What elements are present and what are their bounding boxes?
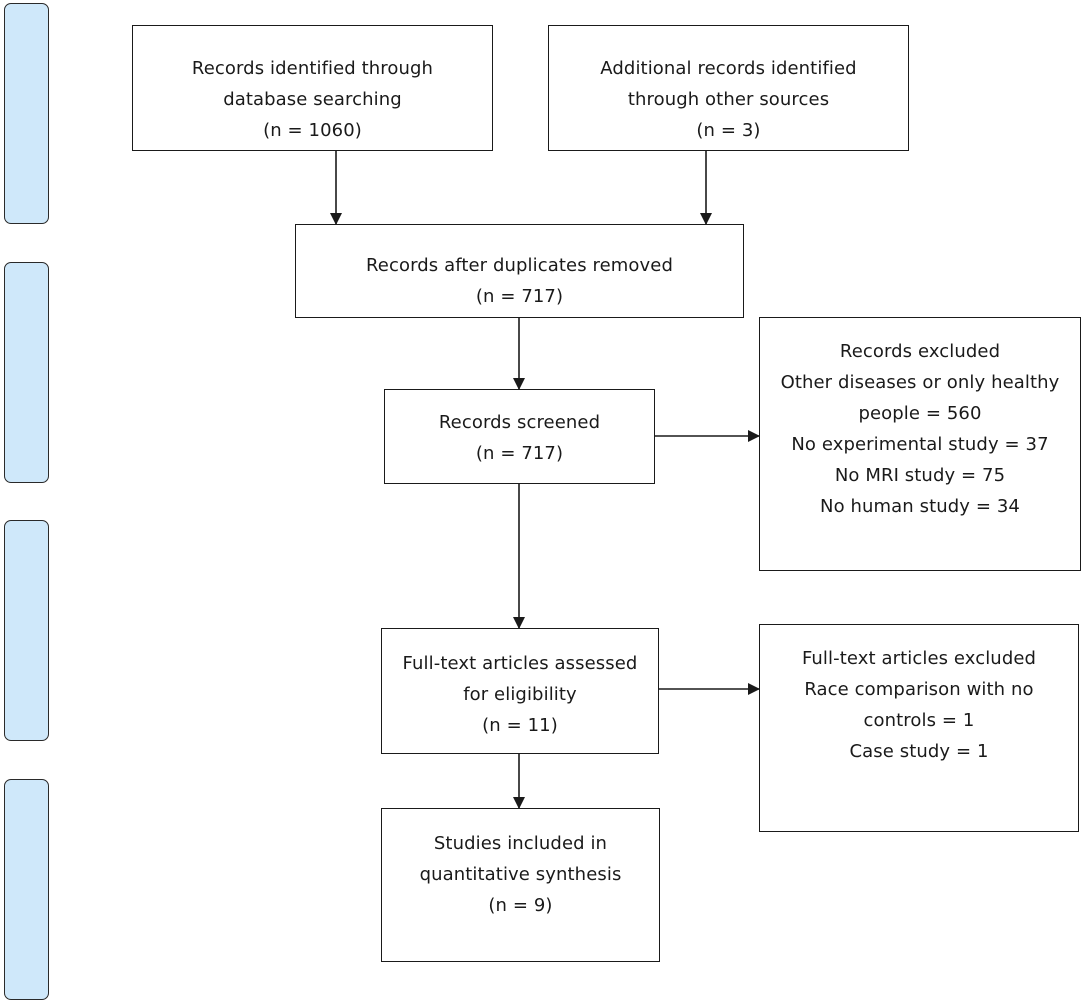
box-line: controls = 1 xyxy=(863,710,975,731)
box-line: (n = 3) xyxy=(696,120,761,141)
box-line: database searching xyxy=(223,89,402,110)
box-line: Records excluded xyxy=(839,341,1001,362)
stage-tab-included xyxy=(4,779,49,1000)
box-line: (n = 9) xyxy=(488,895,553,916)
box-line: Additional records identified xyxy=(600,58,857,79)
box-line: (n = 1060) xyxy=(263,120,362,141)
box-line: through other sources xyxy=(627,89,830,110)
box-line: Records identified through xyxy=(191,58,434,79)
box-line: Other diseases or only healthy xyxy=(780,372,1060,393)
box-line: Studies included in xyxy=(433,833,608,854)
box-line: No MRI study = 75 xyxy=(834,465,1006,486)
box-line: Case study = 1 xyxy=(849,741,989,762)
box-records-excluded: Records excluded Other diseases or only … xyxy=(759,317,1081,571)
box-database-searching: Records identified through database sear… xyxy=(132,25,493,151)
box-other-sources: Additional records identified through ot… xyxy=(548,25,909,151)
box-line: quantitative synthesis xyxy=(419,864,622,885)
box-line: Records screened xyxy=(438,412,601,433)
stage-tab-screening xyxy=(4,262,49,483)
box-line: people = 560 xyxy=(858,403,982,424)
box-line: Full-text articles excluded xyxy=(801,648,1037,669)
stage-tab-eligibility xyxy=(4,520,49,741)
box-line: Race comparison with no xyxy=(804,679,1034,700)
box-fulltext-excluded: Full-text articles excluded Race compari… xyxy=(759,624,1079,832)
box-studies-included: Studies included in quantitative synthes… xyxy=(381,808,660,962)
box-line: Full-text articles assessed xyxy=(402,653,638,674)
box-line: for eligibility xyxy=(463,684,577,705)
box-line: (n = 717) xyxy=(475,286,564,307)
box-fulltext-assessed: Full-text articles assessed for eligibil… xyxy=(381,628,659,754)
box-after-duplicates: Records after duplicates removed (n = 71… xyxy=(295,224,744,318)
box-line: No human study = 34 xyxy=(820,496,1020,517)
stage-tab-identification xyxy=(4,3,49,224)
box-line: (n = 11) xyxy=(482,715,558,736)
box-line: (n = 717) xyxy=(475,443,564,464)
box-records-screened: Records screened (n = 717) xyxy=(384,389,655,484)
box-line: Records after duplicates removed xyxy=(366,255,673,276)
box-line: No experimental study = 37 xyxy=(791,434,1049,455)
